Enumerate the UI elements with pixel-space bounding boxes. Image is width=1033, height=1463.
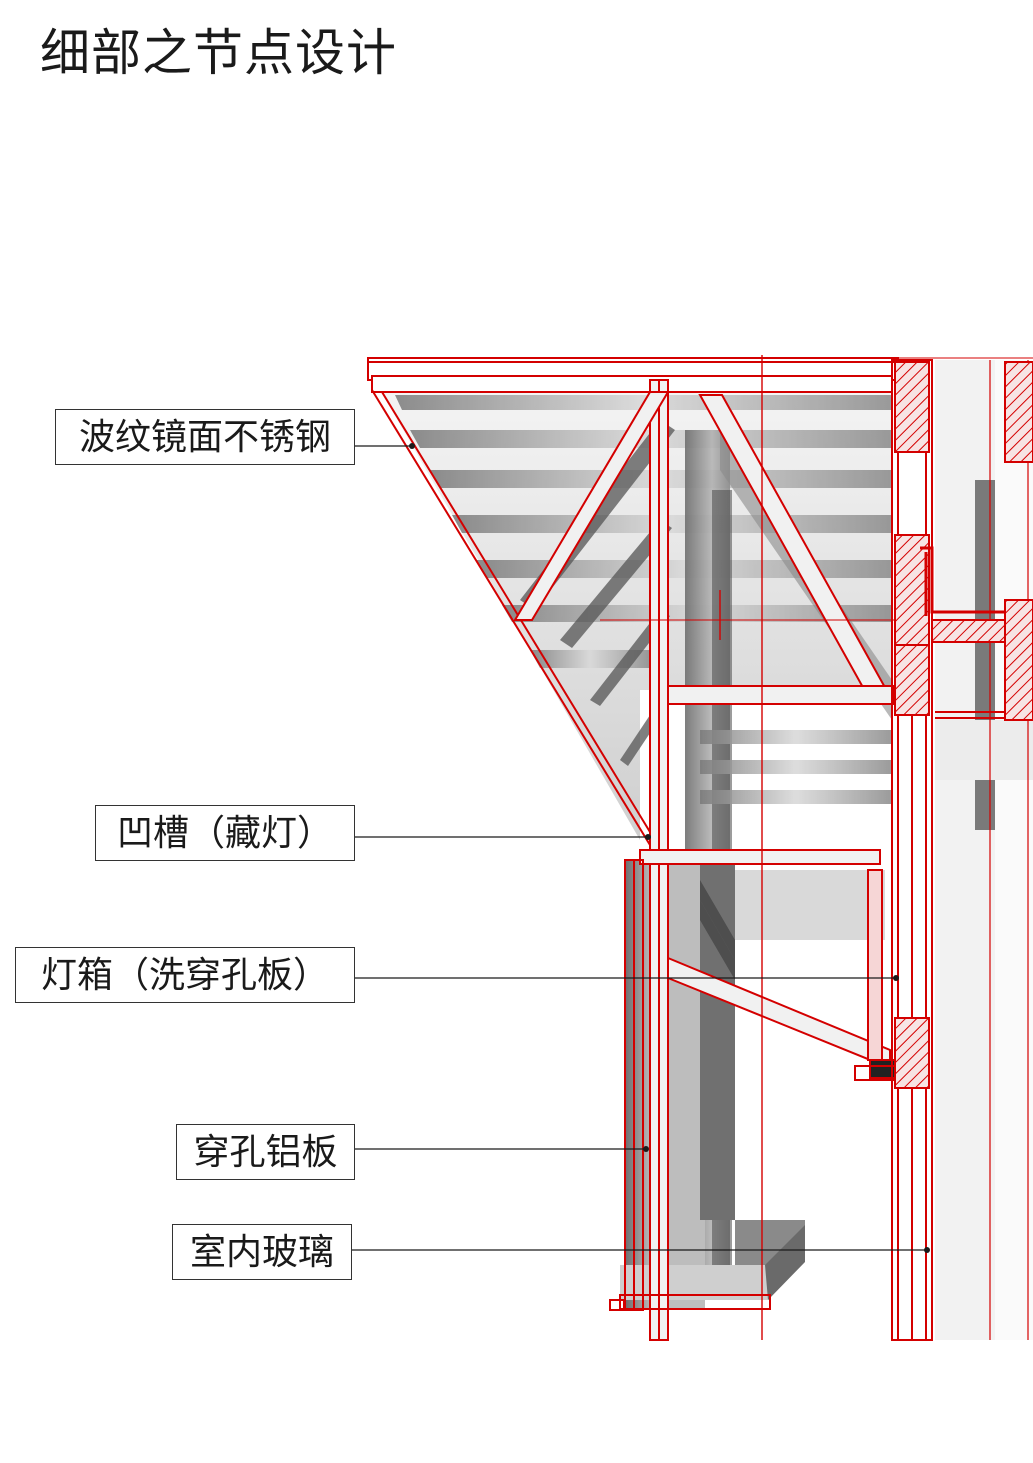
label-groove-light: 凹槽（藏灯） bbox=[95, 805, 355, 861]
concrete-hatch bbox=[894, 361, 1033, 1089]
label-interior-glass: 室内玻璃 bbox=[172, 1224, 352, 1280]
right-wall bbox=[935, 360, 1033, 1340]
bracket-detail bbox=[920, 546, 1005, 616]
label-corrugated-steel: 波纹镜面不锈钢 bbox=[55, 409, 355, 465]
label-light-box: 灯箱（洗穿孔板） bbox=[15, 947, 355, 1003]
leader-dots bbox=[409, 443, 930, 1253]
label-perforated-panel: 穿孔铝板 bbox=[176, 1124, 355, 1180]
page-title: 细部之节点设计 bbox=[40, 24, 397, 82]
lower-column bbox=[620, 860, 805, 1310]
leader-lines bbox=[352, 445, 927, 1251]
